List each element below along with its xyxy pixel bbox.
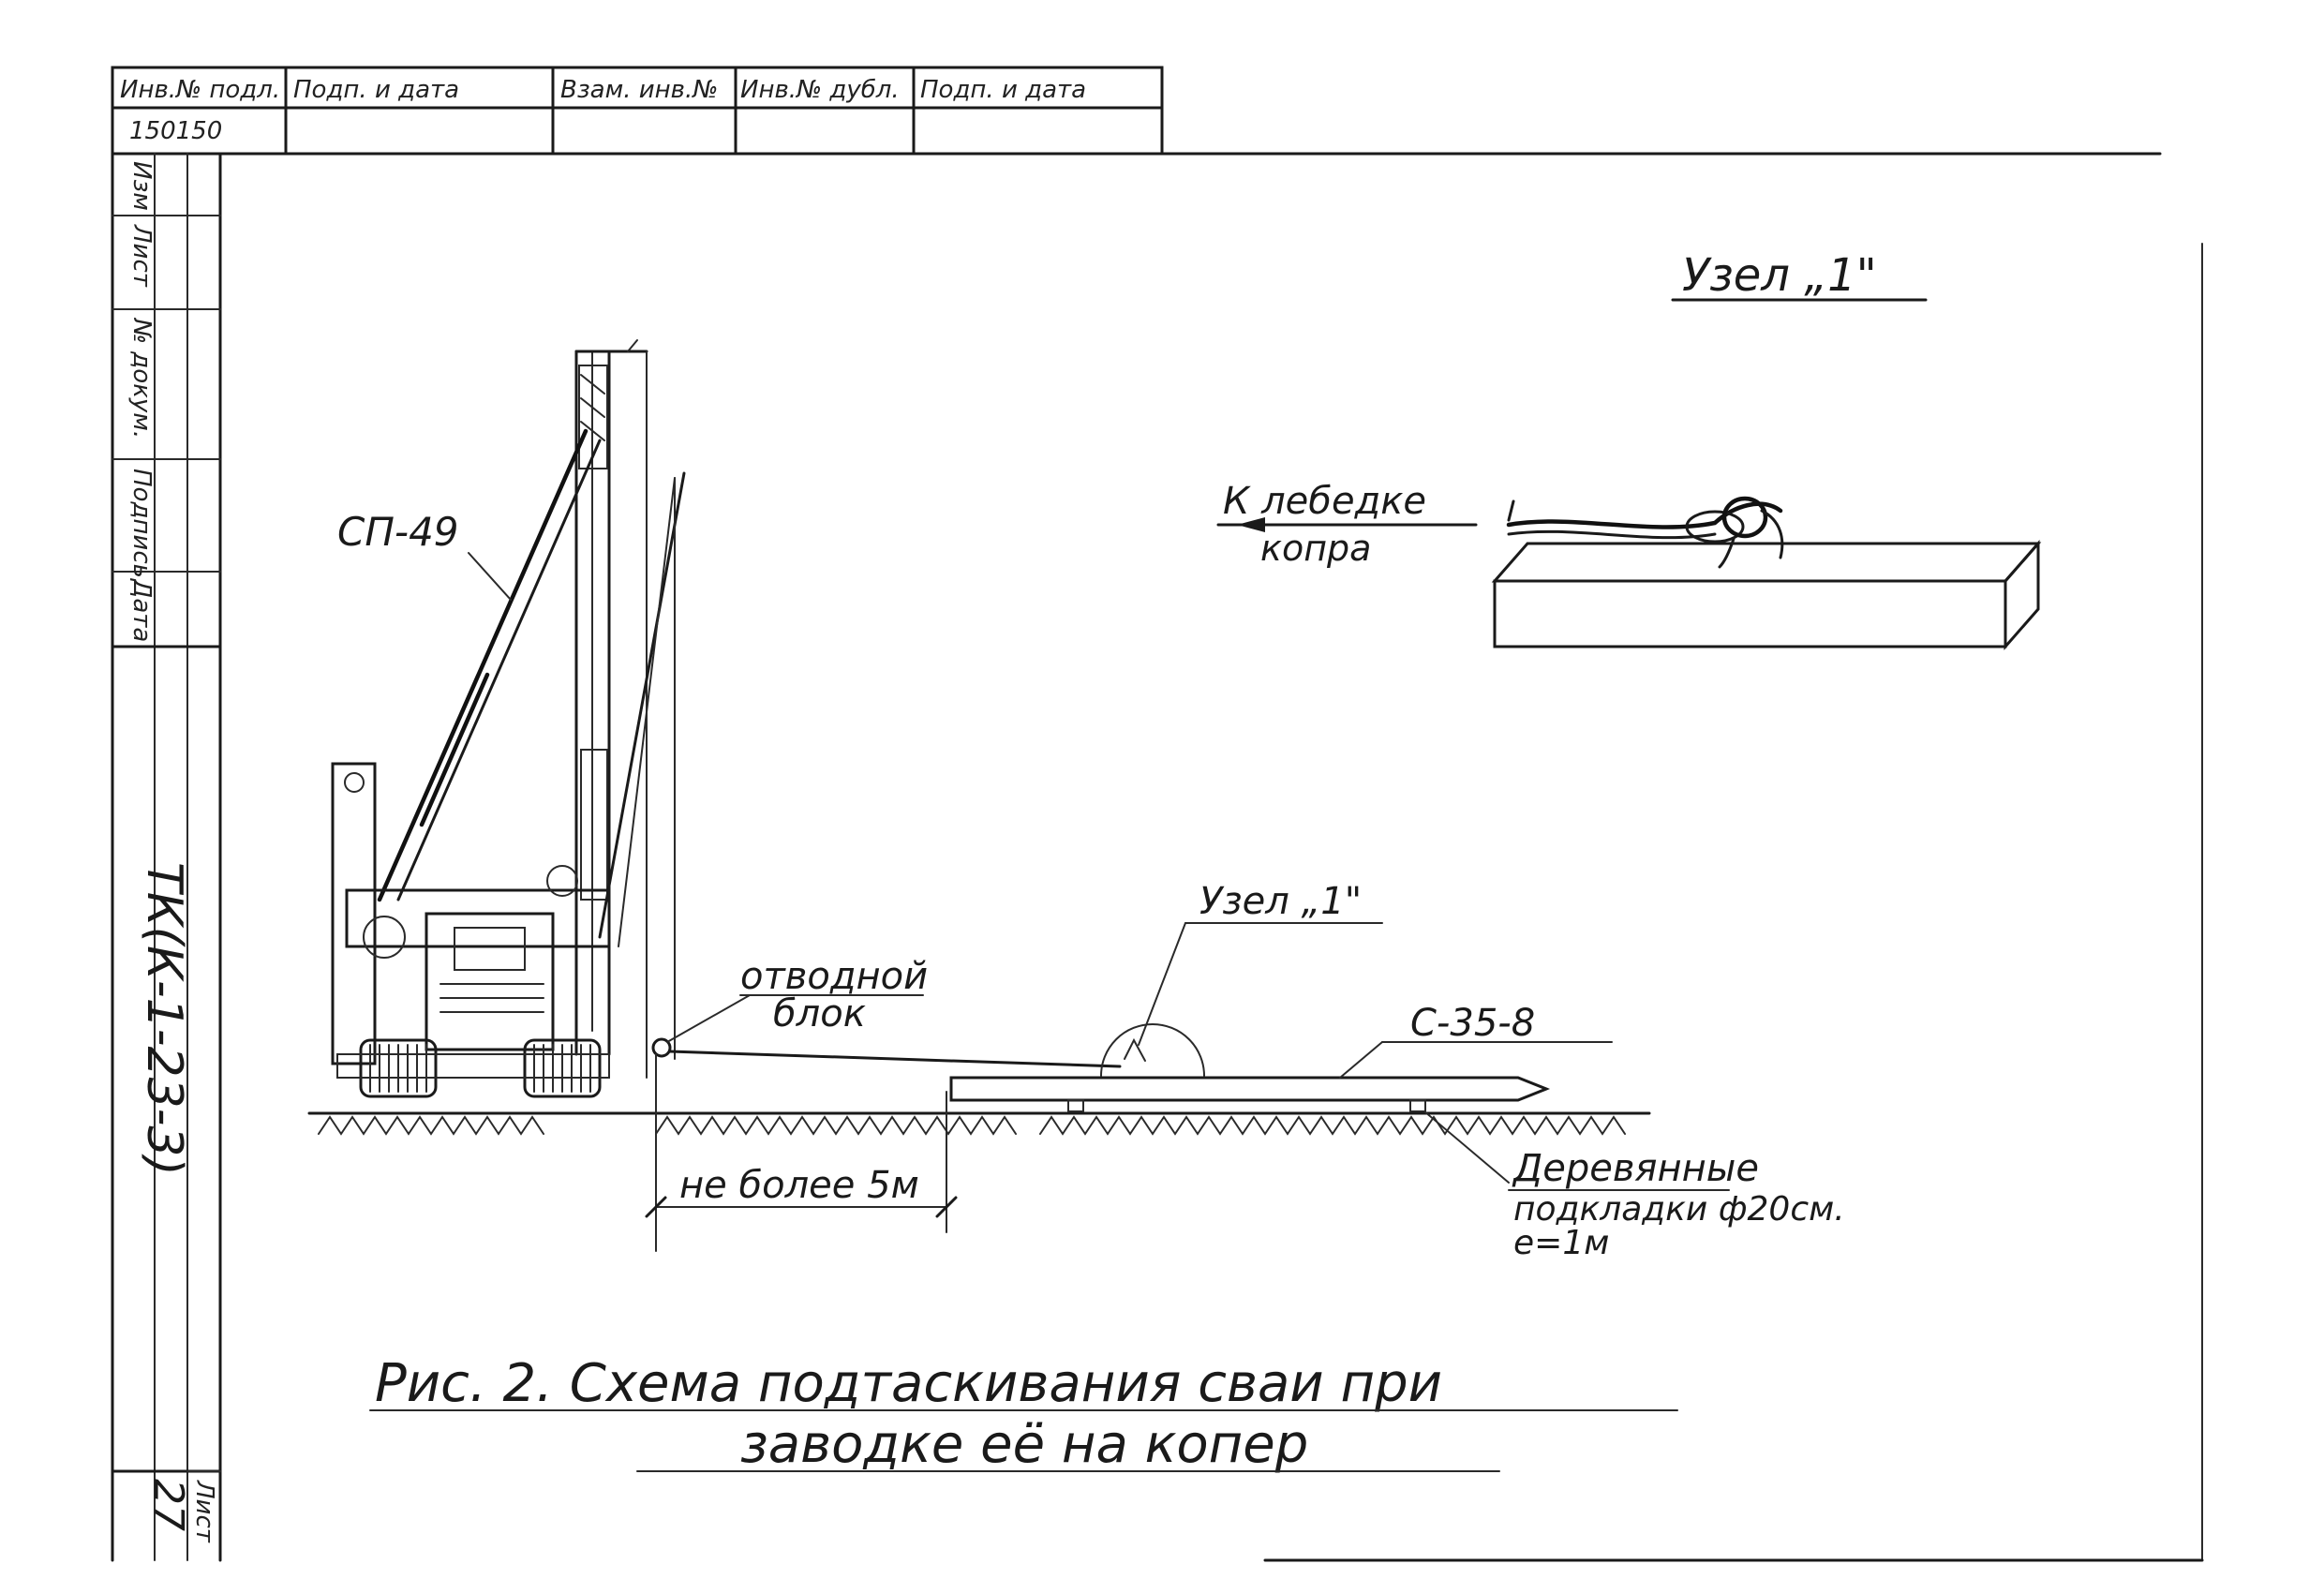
ground-hatch [318, 1115, 1626, 1136]
pile-driver-scheme: СП-49 отводной блок Узел „1" С-35-8 Дере… [307, 339, 1845, 1262]
track-left [359, 1038, 438, 1098]
header-podp-data-2: Подп. и дата [920, 76, 1086, 104]
rope-knot [1721, 496, 1768, 539]
tow-rope [668, 1050, 1122, 1068]
cab [425, 912, 555, 1051]
deflection-block [651, 1037, 672, 1058]
side-list: Лист [127, 224, 156, 288]
brace-strut-right [598, 471, 686, 939]
sheet-number: 27 [144, 1479, 192, 1531]
side-izm: Изм [127, 161, 156, 211]
deflect-block-label-2: блок [773, 992, 866, 1035]
side-podpis: Подпись [127, 469, 156, 578]
distance-dimension [645, 1053, 958, 1252]
header-inv-podl: Инв.№ подл. [120, 76, 280, 104]
inv-number: 150150 [129, 117, 222, 145]
rope [1506, 501, 1783, 529]
caption-line-1: Рис. 2. Схема подтаскивания сваи при [375, 1353, 1442, 1414]
doc-code: ТК(К-1-23-3) [136, 862, 192, 1176]
side-data: Дата [127, 578, 156, 642]
brace-strut-left [377, 428, 588, 902]
sheet-frame [218, 152, 2204, 1562]
node-ref-label: Узел „1" [1199, 880, 1362, 923]
header-vzam-inv: Взам. инв.№ [560, 76, 718, 104]
to-winch-label: К лебедке [1223, 480, 1426, 523]
pile-driver-machine [331, 339, 686, 1098]
pads-label-2: подкладки ф20см. [1513, 1190, 1845, 1229]
node-circle [1100, 1023, 1205, 1077]
pads-label-1: Деревянные [1512, 1147, 1759, 1190]
deflect-block-label-1: отводной [740, 955, 928, 998]
detail-title: Узел „1" [1682, 249, 1877, 302]
figure-caption: Рис. 2. Схема подтаскивания сваи при зав… [369, 1353, 1678, 1475]
arrow-left-icon [1237, 517, 1265, 532]
title-block-side: Изм Лист № докум. Подпись Дата ТК(К-1-23… [111, 152, 222, 1562]
to-winch-label-2: копра [1260, 528, 1371, 569]
distance-label: не более 5м [679, 1164, 919, 1207]
machine-label: СП-49 [337, 509, 459, 555]
sheet-label: Лист [190, 1480, 218, 1543]
detail-node-1: Узел „1" К лебедке копра [1216, 249, 2042, 650]
header-inv-dubl: Инв.№ дубл. [740, 76, 900, 104]
header-podp-data-1: Подп. и дата [293, 76, 459, 104]
pad-2 [1409, 1099, 1426, 1112]
pile [949, 1076, 1551, 1102]
pads-label-3: е=1м [1513, 1224, 1609, 1262]
pad-1 [1067, 1099, 1084, 1112]
counterweight [331, 762, 377, 1065]
timber-block-front [1493, 579, 2007, 648]
timber-block-end [2004, 540, 2040, 650]
side-doc: № докум. [127, 317, 156, 439]
timber-block-top [1491, 542, 2042, 583]
machine-frame [345, 888, 611, 948]
caption-line-2: заводке её на копер [740, 1414, 1308, 1475]
rope-loop [1685, 510, 1745, 544]
title-block-top: Инв.№ подл. Подп. и дата Взам. инв.№ Инв… [111, 66, 1164, 156]
track-right [523, 1038, 602, 1098]
pile-label: С-35-8 [1410, 1002, 1535, 1045]
